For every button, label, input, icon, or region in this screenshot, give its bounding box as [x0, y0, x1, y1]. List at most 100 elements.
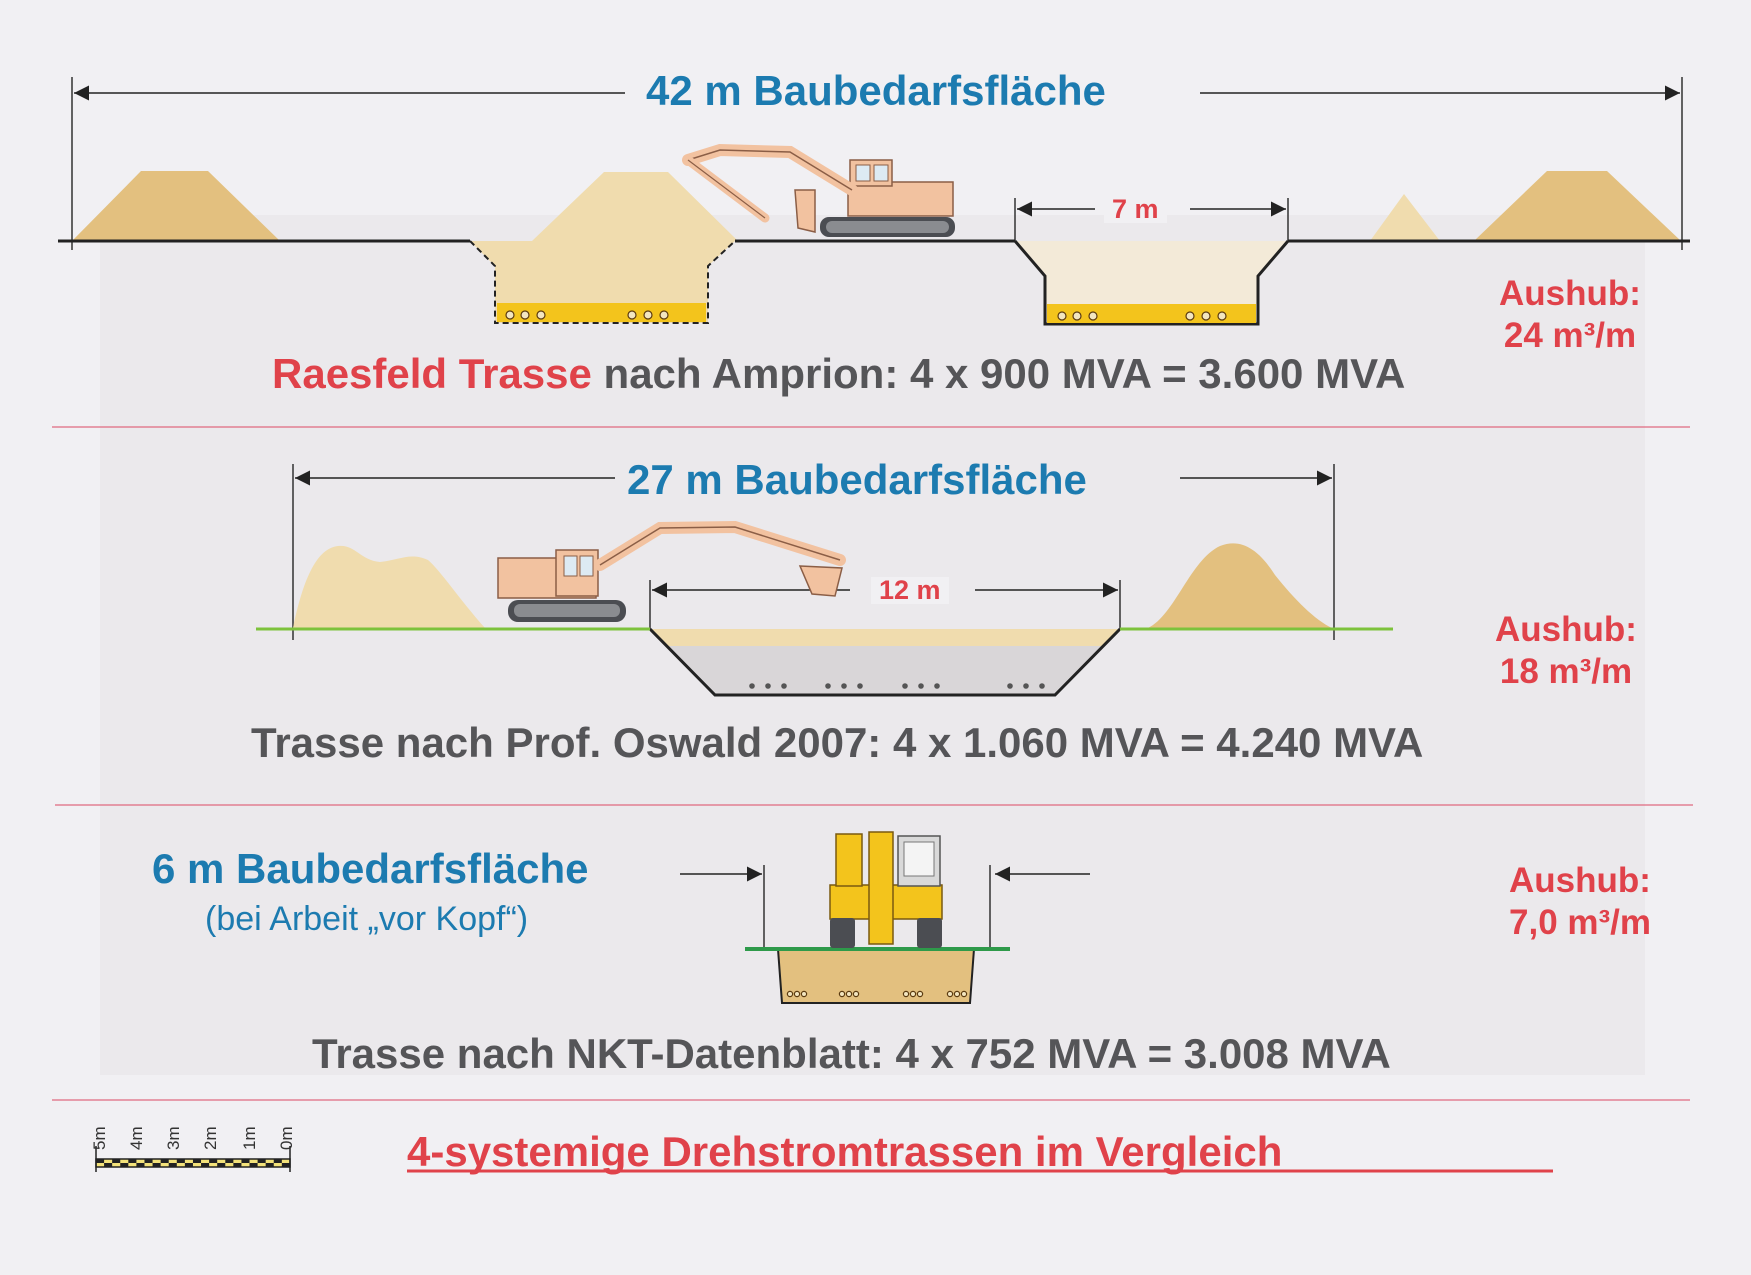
cable-dot: [845, 990, 853, 998]
trench-outline: [1013, 240, 1290, 326]
scale-bar-check: [217, 1163, 226, 1167]
spoil-heap: [1148, 543, 1332, 628]
cable-dot: [643, 310, 653, 320]
section-2-drawing: [256, 464, 1393, 697]
section-1-caption: Raesfeld Trasse nach Amprion: 4 x 900 MV…: [272, 353, 1405, 395]
section-2-trench-width-label: 12 m: [871, 577, 949, 604]
cable-dot: [520, 310, 530, 320]
scale-bar-check: [136, 1163, 145, 1167]
section-1-width-label: 42 m Baubedarfsfläche: [646, 67, 1106, 114]
cable-dot: [659, 310, 669, 320]
cable-dot: [1007, 683, 1013, 689]
cable-dot: [852, 990, 860, 998]
section-2-caption: Trasse nach Prof. Oswald 2007: 4 x 1.060…: [251, 719, 1424, 766]
cable-dot: [786, 990, 794, 998]
cable-dot: [902, 990, 910, 998]
cable-dot: [1023, 683, 1029, 689]
cable-dot: [825, 683, 831, 689]
cable-dot: [1201, 311, 1211, 321]
scale-bar-label: 4m: [127, 1126, 146, 1150]
scale-bar: [95, 1146, 291, 1172]
scale-bar-check: [225, 1159, 234, 1163]
cable-dot: [793, 990, 801, 998]
cable-dot: [953, 990, 961, 998]
section-3-drawing: [680, 831, 1090, 1004]
scale-bar-check: [257, 1159, 266, 1163]
scale-bar-check: [273, 1159, 282, 1163]
scale-bar-check: [233, 1163, 242, 1167]
scale-bar-check: [120, 1163, 129, 1167]
section-2-aushub: Aushub: 18 m³/m: [1486, 609, 1646, 693]
cable-dot: [1217, 311, 1227, 321]
scale-bar-check: [176, 1159, 185, 1163]
scale-bar-check: [201, 1163, 210, 1167]
cable-dot: [1057, 311, 1067, 321]
scale-bar-check: [184, 1163, 193, 1167]
spoil-heap: [1474, 171, 1681, 241]
cable-dot: [1185, 311, 1195, 321]
scale-bar-label: 5m: [90, 1126, 109, 1150]
scale-bar-check: [168, 1163, 177, 1167]
section-3-aushub: Aushub: 7,0 m³/m: [1500, 860, 1660, 944]
cable-dot: [505, 310, 515, 320]
scale-bar-check: [104, 1163, 113, 1167]
cable-dot: [902, 683, 908, 689]
scale-bar-label: 0m: [277, 1126, 296, 1150]
excavator-icon: [682, 143, 955, 237]
caption-highlight: Raesfeld Trasse: [272, 350, 592, 397]
cable-bed: [497, 303, 706, 322]
scale-bar-check: [160, 1159, 169, 1163]
cable-dot: [627, 310, 637, 320]
cable-dot: [909, 990, 917, 998]
spoil-heap: [532, 172, 738, 241]
section-1-drawing: [58, 77, 1690, 326]
scale-bar-check: [96, 1159, 105, 1163]
cable-dot: [934, 683, 940, 689]
scale-bar-check: [265, 1163, 274, 1167]
section-3-width-label: 6 m Baubedarfsfläche: [152, 845, 589, 892]
section-1-trench-width-label: 7 m: [1104, 196, 1167, 223]
aushub-value: 7,0 m³/m: [1509, 903, 1651, 942]
scale-bar-check: [209, 1159, 218, 1163]
footer-title: 4-systemige Drehstromtrassen im Vergleic…: [407, 1128, 1283, 1175]
trench-bedding: [667, 646, 1102, 695]
scale-bar-check: [112, 1159, 121, 1163]
aushub-label: Aushub:: [1499, 274, 1641, 313]
excavator-icon: [497, 520, 846, 622]
cable-dot: [916, 990, 924, 998]
scale-bar-check: [281, 1163, 290, 1167]
cable-dot: [1072, 311, 1082, 321]
aushub-value: 24 m³/m: [1503, 316, 1637, 355]
section-3-width-sublabel: (bei Arbeit „vor Kopf“): [205, 900, 529, 938]
section-1-aushub: Aushub: 24 m³/m: [1490, 273, 1650, 357]
scale-bar-label: 1m: [240, 1126, 259, 1150]
cable-dot: [536, 310, 546, 320]
spoil-heap: [293, 545, 485, 628]
cable-dot: [781, 683, 787, 689]
cable-dot: [1088, 311, 1098, 321]
scale-bar-check: [152, 1163, 161, 1167]
cable-dot: [946, 990, 954, 998]
spoil-heap: [72, 171, 280, 241]
cable-dot: [857, 683, 863, 689]
scale-bar-check: [249, 1163, 258, 1167]
trench: [776, 948, 976, 1004]
cable-dot: [1039, 683, 1045, 689]
cable-dot: [918, 683, 924, 689]
trench-right: [1015, 241, 1288, 324]
aushub-value: 18 m³/m: [1499, 652, 1633, 691]
cable-dot: [749, 683, 755, 689]
caption-rest: nach Amprion: 4 x 900 MVA = 3.600 MVA: [591, 350, 1406, 397]
trench-left: [470, 241, 735, 323]
scale-bar-label: 3m: [164, 1126, 183, 1150]
section-3-caption: Trasse nach NKT-Datenblatt: 4 x 752 MVA …: [312, 1030, 1391, 1077]
scale-bar-check: [144, 1159, 153, 1163]
scale-bar-label: 2m: [201, 1126, 220, 1150]
cable-dot: [800, 990, 808, 998]
aushub-label: Aushub:: [1509, 861, 1651, 900]
scale-bar-check: [241, 1159, 250, 1163]
scale-bar-check: [128, 1159, 137, 1163]
cable-dot: [960, 990, 968, 998]
cable-dot: [841, 683, 847, 689]
